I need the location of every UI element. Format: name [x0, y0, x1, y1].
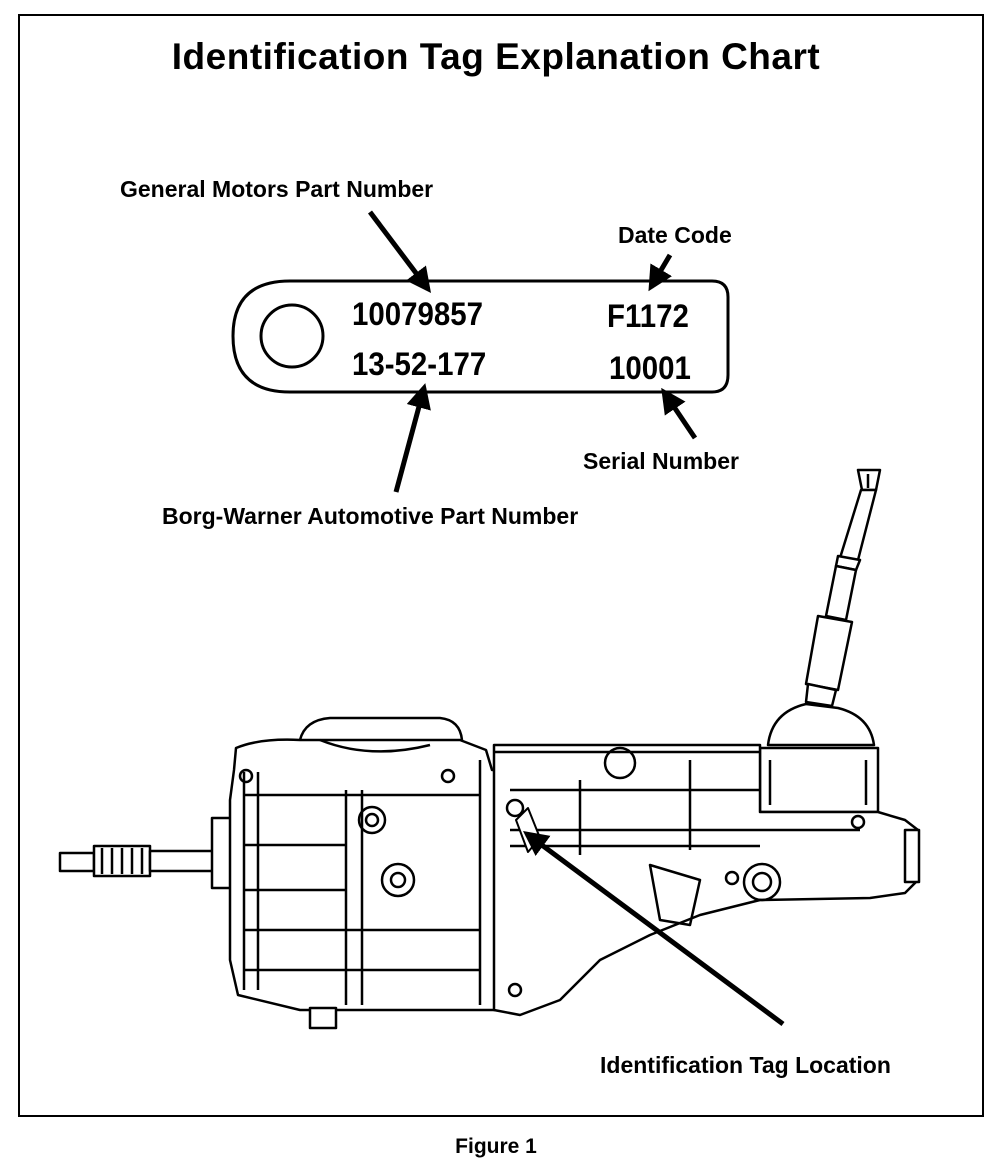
gm-part-arrow [368, 210, 432, 293]
tag-mounting-hole [259, 303, 325, 369]
bw-part-arrow [393, 383, 431, 493]
figure-frame [18, 14, 984, 1117]
serial-number-label: Serial Number [583, 448, 739, 474]
tag-bw-part-number: 13-52-177 [352, 346, 487, 382]
shift-lever [804, 468, 882, 708]
date-code-arrow [648, 253, 673, 292]
tag-gm-part-number: 10079857 [352, 296, 483, 332]
transmission-illustration [58, 468, 921, 1030]
bw-part-number-label: Borg-Warner Automotive Part Number [162, 503, 579, 529]
date-code-label: Date Code [618, 222, 732, 248]
tag-serial-number: 10001 [609, 350, 691, 386]
extension-housing [492, 743, 920, 1017]
main-case [228, 738, 502, 1012]
id-tag-plate [231, 279, 730, 394]
input-shaft [58, 844, 220, 878]
shifter-housing [758, 746, 880, 814]
serial-number-arrow [661, 387, 698, 440]
tag-date-code: F1172 [607, 298, 689, 334]
shift-boot [766, 702, 876, 747]
tag-location-label: Identification Tag Location [600, 1052, 891, 1078]
tag-location-leader [522, 831, 785, 1027]
gm-part-number-label: General Motors Part Number [120, 176, 434, 202]
chart-title: Identification Tag Explanation Chart [171, 36, 821, 77]
figure-caption: Figure 1 [455, 1135, 537, 1158]
